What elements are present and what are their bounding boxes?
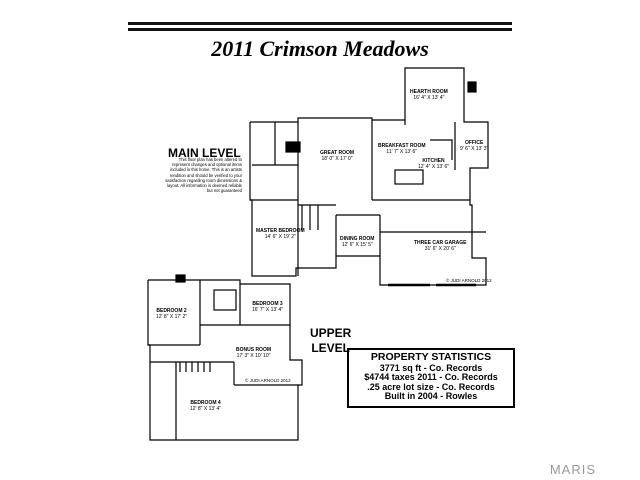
main-level-walls bbox=[249, 67, 489, 287]
room-bonus: BONUS ROOM 17' 3" X 10' 10" bbox=[236, 347, 271, 359]
room-name: BEDROOM 4 bbox=[190, 400, 221, 406]
room-name: BEDROOM 2 bbox=[156, 308, 187, 314]
room-dims: 14' 6" X 19' 2" bbox=[264, 234, 296, 240]
room-hearth: HEARTH ROOM 16' 4" X 13' 4" bbox=[410, 89, 448, 101]
room-name: GREAT ROOM bbox=[320, 150, 355, 156]
disclaimer-line: represent changes and optional items bbox=[172, 162, 242, 168]
room-name: MASTER BEDROOM bbox=[256, 228, 305, 234]
upper-level-label: UPPER LEVEL bbox=[310, 326, 351, 356]
room-kitchen: KITCHEN 12' 4" X 13' 6" bbox=[418, 158, 449, 170]
room-dims: 12' 8" X 17' 2" bbox=[156, 314, 188, 320]
room-garage: THREE CAR GARAGE 31' 6" X 20' 6" bbox=[414, 240, 467, 252]
room-name: DINING ROOM bbox=[340, 236, 375, 242]
disclaimer-line: but not guaranteed bbox=[206, 188, 242, 194]
upper-level-label-line: UPPER bbox=[310, 326, 352, 340]
upper-level-walls bbox=[147, 274, 303, 441]
room-name: BEDROOM 3 bbox=[252, 301, 283, 307]
room-dims: 12' 8" X 13' 4" bbox=[190, 406, 222, 412]
main-level-label: MAIN LEVEL bbox=[168, 146, 241, 160]
maris-watermark: MARIS bbox=[549, 462, 596, 477]
room-bed2: BEDROOM 2 12' 8" X 17' 2" bbox=[156, 308, 187, 320]
room-name: KITCHEN bbox=[422, 158, 445, 164]
room-dining: DINING ROOM 12' 6" X 15' 5" bbox=[340, 236, 374, 248]
room-name: OFFICE bbox=[464, 140, 484, 146]
room-name: THREE CAR GARAGE bbox=[414, 240, 467, 246]
stats-line: Built in 2004 - Rowles bbox=[384, 391, 478, 402]
disclaimer: This floor plan has been altered to repr… bbox=[150, 157, 242, 193]
page-title: 2011 Crimson Meadows bbox=[211, 36, 429, 61]
credit-upper: © JUDI ARNOLD 2012 bbox=[245, 378, 291, 383]
room-name: BONUS ROOM bbox=[236, 347, 271, 353]
stats-heading: PROPERTY STATISTICS bbox=[370, 351, 492, 363]
room-name: HEARTH ROOM bbox=[410, 89, 448, 95]
room-dims: 11' 7" X 13' 6" bbox=[386, 149, 418, 155]
room-bed4: BEDROOM 4 12' 8" X 13' 4" bbox=[190, 400, 221, 412]
room-bed3: BEDROOM 3 16' 7" X 13' 4" bbox=[252, 301, 283, 313]
room-breakfast: BREAKFAST ROOM 11' 7" X 13' 6" bbox=[378, 143, 426, 155]
room-dims: 17' 3" X 10' 10" bbox=[236, 353, 271, 359]
stats-line: 3771 sq ft - Co. Records bbox=[379, 362, 483, 373]
room-dims: 16' 4" X 13' 4" bbox=[413, 95, 445, 101]
room-dims: 12' 4" X 13' 6" bbox=[418, 164, 450, 170]
stats-line: .25 acre lot size - Co. Records bbox=[367, 381, 495, 392]
room-dims: 18' 0" X 17' 0" bbox=[321, 156, 353, 162]
room-dims: 31' 6" X 20' 6" bbox=[424, 246, 456, 252]
room-dims: 9' 6" X 13' 3" bbox=[460, 146, 489, 152]
disclaimer-line: This floor plan has been altered to bbox=[178, 157, 242, 162]
room-master: MASTER BEDROOM 14' 6" X 19' 2" bbox=[256, 228, 305, 240]
disclaimer-line: included in this home. This is an artist… bbox=[170, 167, 242, 173]
disclaimer-line: satisfaction regarding room dimensions & bbox=[165, 177, 242, 183]
room-dims: 16' 7" X 13' 4" bbox=[252, 307, 284, 313]
stats-line: $4744 taxes 2011 - Co. Records bbox=[364, 372, 498, 383]
room-name: BREAKFAST ROOM bbox=[378, 143, 426, 149]
top-rule bbox=[128, 22, 512, 25]
room-office: OFFICE 9' 6" X 13' 3" bbox=[460, 140, 488, 152]
upper-level-label-line: LEVEL bbox=[311, 341, 350, 355]
disclaimer-line: rendition and should be verified to your bbox=[169, 172, 242, 178]
property-statistics-box: PROPERTY STATISTICS 3771 sq ft - Co. Rec… bbox=[347, 348, 515, 408]
credit-main: © JUDI ARNOLD 2012 bbox=[446, 278, 492, 283]
room-great: GREAT ROOM 18' 0" X 17' 0" bbox=[320, 150, 354, 162]
disclaimer-line: layout. All information is deemed reliab… bbox=[167, 183, 242, 189]
top-rule-2 bbox=[128, 28, 512, 31]
room-dims: 12' 6" X 15' 5" bbox=[341, 242, 373, 248]
